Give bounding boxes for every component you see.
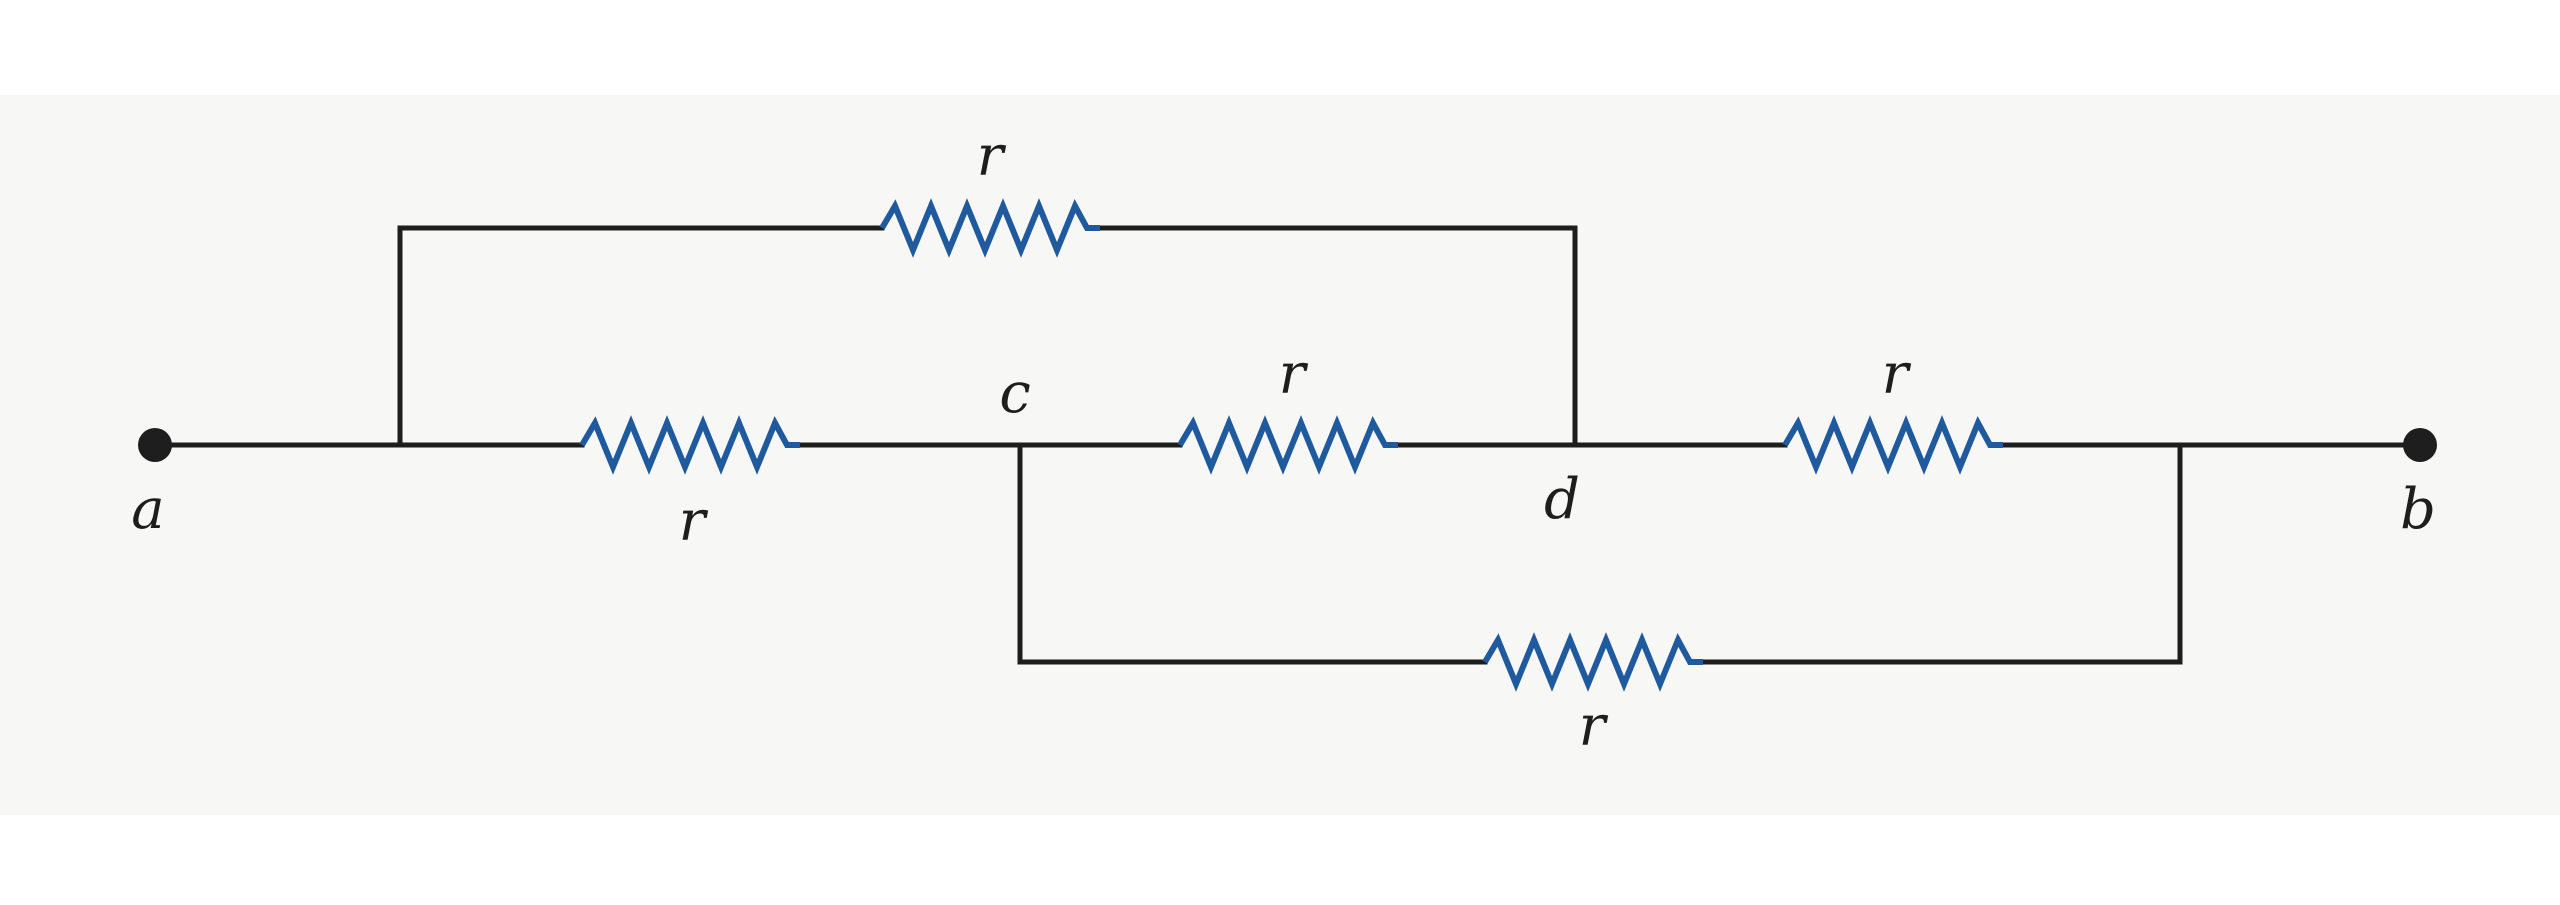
resistor-top [879,198,1100,258]
resistor-bottom-label: r [1579,694,1609,759]
wire-top-branch-right [1097,225,1578,448]
resistor-bottom [1482,632,1703,692]
resistor-c-to-d [1177,415,1398,475]
resistor-d-to-b-label: r [1882,342,1912,407]
node-label-c: c [999,361,1030,426]
resistor-c-to-d-label: r [1279,342,1309,407]
node-label-a: a [131,477,164,542]
node-label-d: d [1544,467,1580,532]
resistor-top-label: r [977,124,1007,189]
resistor-a-to-c [579,415,800,475]
wire-bottom-branch-left [1017,442,1488,665]
terminal-a [138,428,172,462]
resistor-a-to-c-label: r [679,489,709,554]
terminal-b [2403,428,2437,462]
wire-bottom-branch-right [1700,442,2183,665]
node-label-b: b [2400,477,2436,542]
wire-top-branch-left [397,225,885,448]
resistor-d-to-b [1782,415,2003,475]
